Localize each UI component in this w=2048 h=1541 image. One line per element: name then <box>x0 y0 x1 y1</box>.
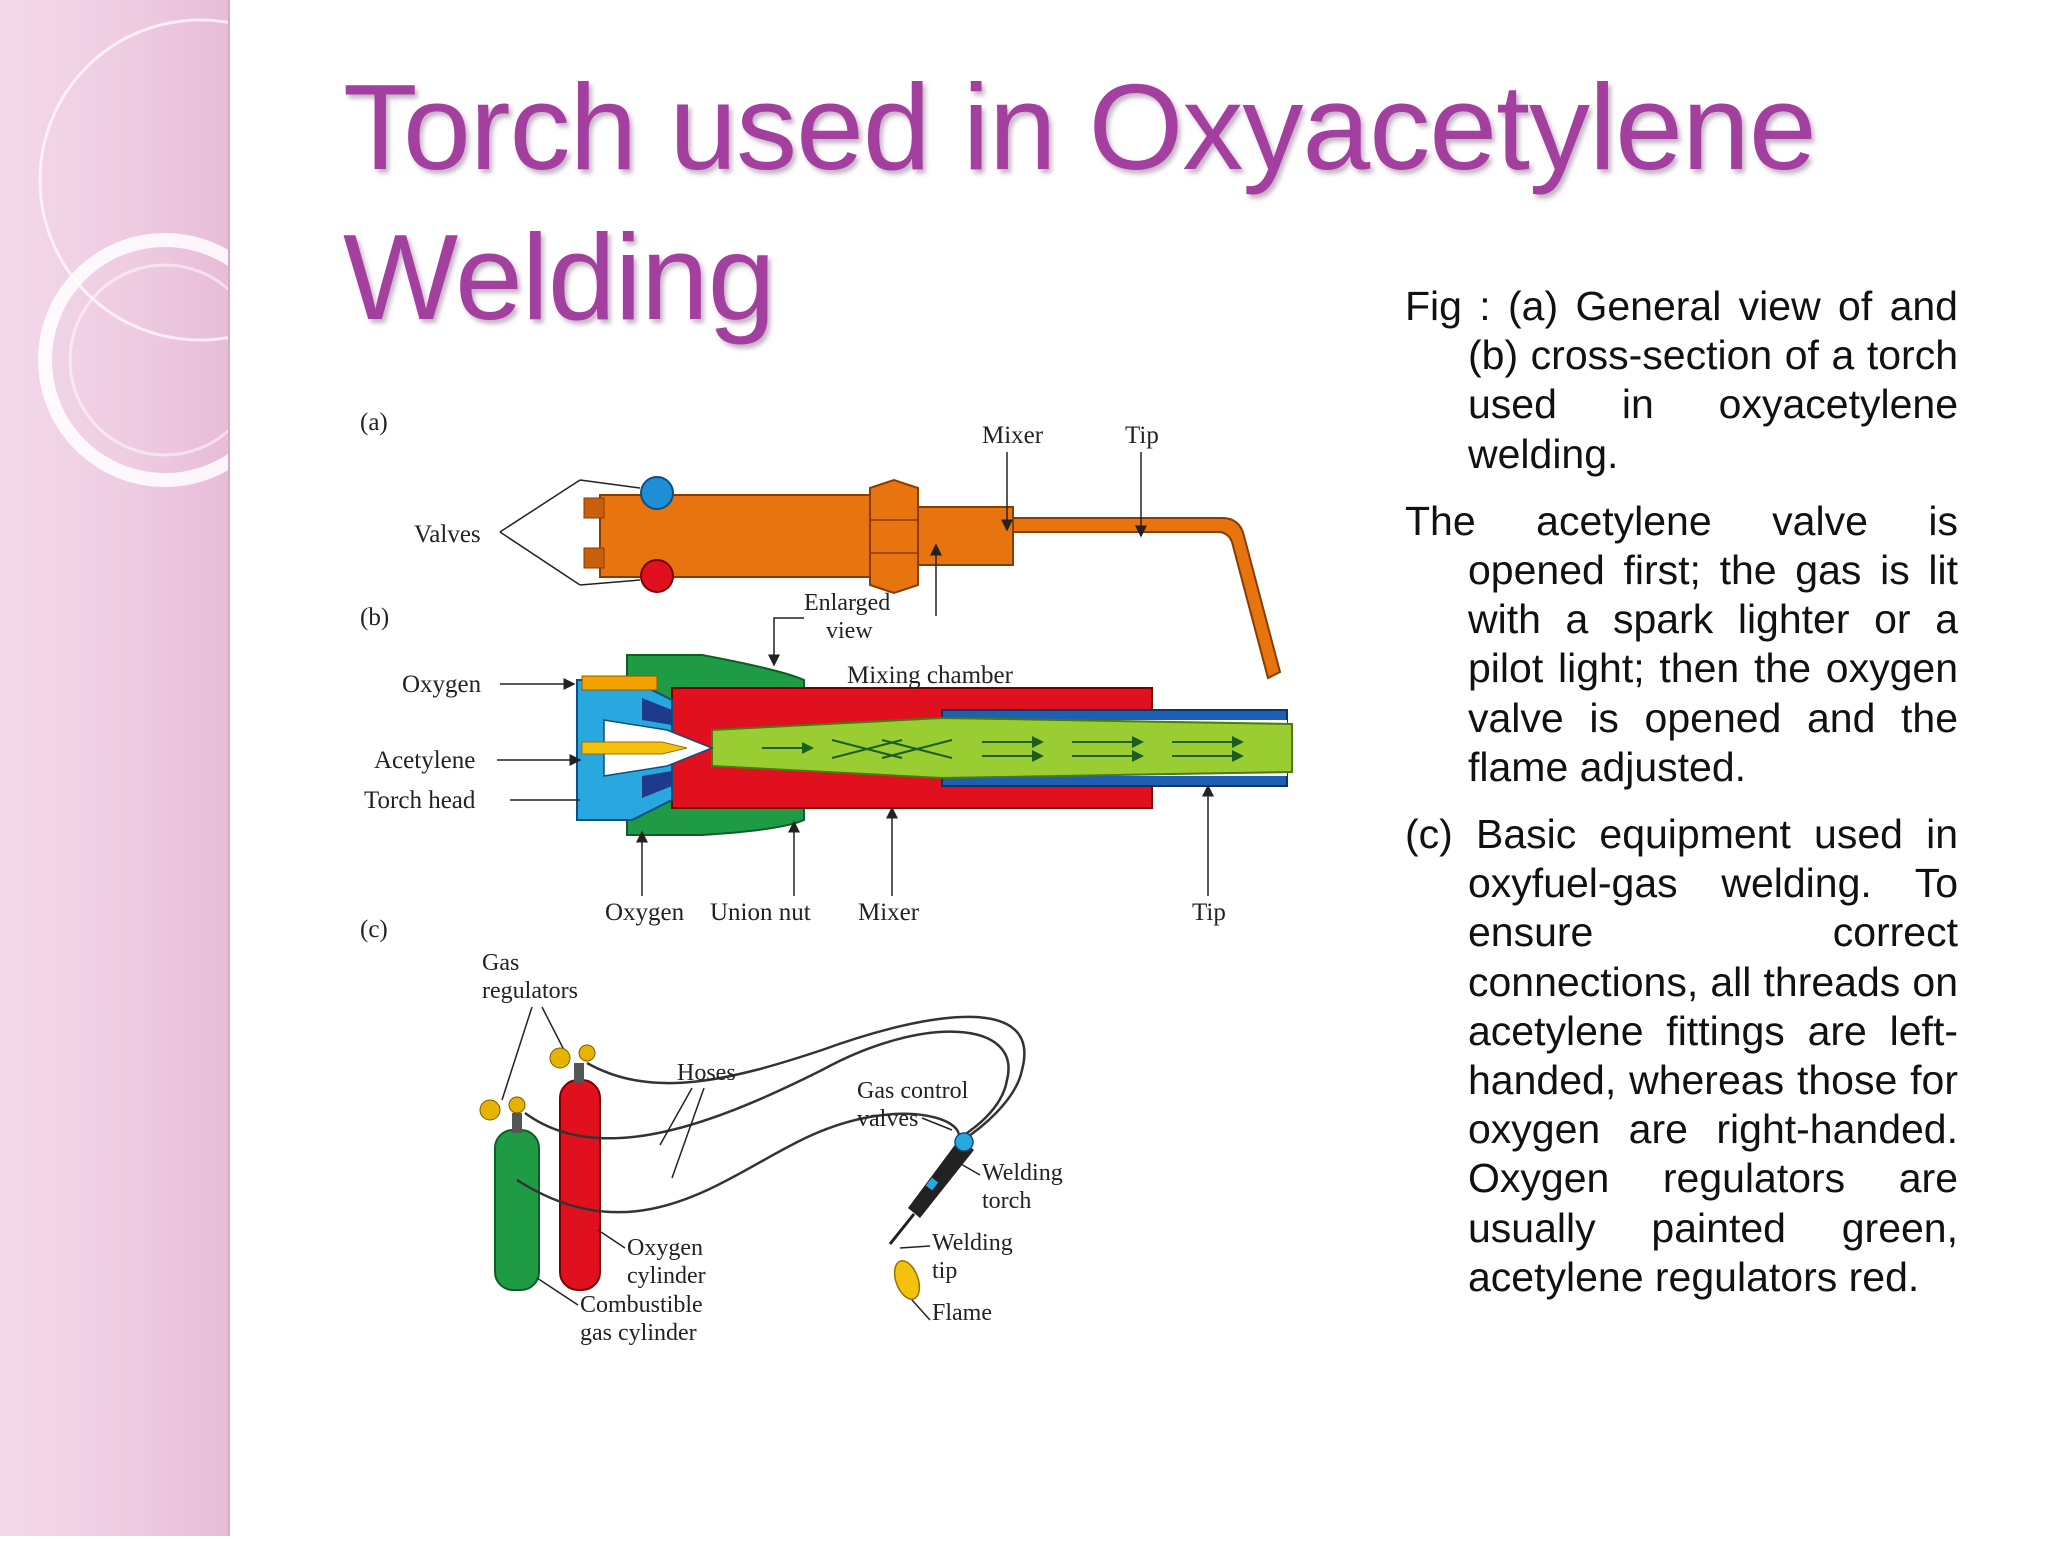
combustible-gas-cylinder <box>494 1129 540 1291</box>
mixing-chamber <box>711 716 1293 780</box>
decorative-sidebar <box>0 0 362 1536</box>
torch-handle <box>599 494 871 578</box>
panel-b-cross-section: (b) Oxygen Acetylene <box>360 604 1293 926</box>
combustible-cylinder-label-2: gas cylinder <box>580 1320 697 1346</box>
panel-c-equipment: (c) Gas regulators Hoses Gas control val… <box>360 916 1063 1346</box>
valves-label: Valves <box>414 521 481 548</box>
tip-label-b: Tip <box>1192 899 1226 926</box>
union-nut-label: Union nut <box>710 899 811 926</box>
gas-regulators-label-1: Gas <box>482 950 519 976</box>
tip-label-a: Tip <box>1125 422 1159 449</box>
welding-tip-line <box>888 1213 916 1245</box>
enlarged-view-label-2: view <box>826 618 873 644</box>
decorative-rings <box>38 18 362 487</box>
panel-a-tag: (a) <box>360 409 388 436</box>
mixer-tube <box>917 506 1014 566</box>
gas-control-valves-label-1: Gas control <box>857 1078 969 1104</box>
panel-c-tag: (c) <box>360 916 388 943</box>
equipment-paragraph: (c) Basic equipment used in oxyfuel-gas … <box>1405 811 1958 1300</box>
flame-label: Flame <box>932 1300 992 1326</box>
figure-caption: Fig : (a) General view of and (b) cross-… <box>1405 283 1958 477</box>
oxygen-valve-knob <box>640 476 674 510</box>
welding-torch-label-2: torch <box>982 1188 1031 1214</box>
torch-tip <box>1012 517 1282 680</box>
mixer-label-b: Mixer <box>858 899 920 926</box>
welding-tip-label-2: tip <box>932 1258 957 1284</box>
oxygen-cylinder <box>559 1079 601 1291</box>
panel-b-tag: (b) <box>360 604 389 631</box>
torch-head-label: Torch head <box>364 787 476 814</box>
hose-3 <box>516 1112 961 1214</box>
flame-shape <box>893 1260 921 1300</box>
welding-torch-label-1: Welding <box>982 1160 1063 1186</box>
mixer-label-a: Mixer <box>982 422 1044 449</box>
caption-panel: Fig : (a) General view of and (b) cross-… <box>1405 282 1958 1320</box>
welding-tip-label-1: Welding <box>932 1230 1013 1256</box>
procedure-paragraph: The acetylene valve is opened first; the… <box>1405 497 1958 790</box>
union-nut <box>869 478 919 595</box>
mixing-chamber-label: Mixing chamber <box>847 662 1014 689</box>
hoses-label: Hoses <box>677 1060 736 1086</box>
torch-diagram: (a) Valves Mixer Tip Enlarged view (b) <box>360 409 1293 1346</box>
oxygen-label: Oxygen <box>402 671 482 698</box>
acetylene-label: Acetylene <box>374 747 475 774</box>
oxygen-cylinder-label-1: Oxygen <box>627 1235 703 1261</box>
slide-title: Torch used in Oxyacetylene Welding <box>343 59 1817 345</box>
panel-a-general-view: (a) Valves Mixer Tip Enlarged view <box>360 409 1282 680</box>
enlarged-view-label-1: Enlarged <box>804 590 890 616</box>
oxygen-cylinder-label-2: cylinder <box>627 1263 706 1289</box>
welding-torch-body <box>908 1138 974 1218</box>
combustible-cylinder-label-1: Combustible <box>580 1292 703 1318</box>
oxygen-bottom-label: Oxygen <box>605 899 685 926</box>
gas-regulators-label-2: regulators <box>482 978 578 1004</box>
hose-1 <box>524 1030 1010 1142</box>
gas-control-valves-label-2: valves <box>857 1106 918 1132</box>
hose-2 <box>586 1015 1026 1144</box>
acetylene-valve-knob <box>640 559 674 593</box>
